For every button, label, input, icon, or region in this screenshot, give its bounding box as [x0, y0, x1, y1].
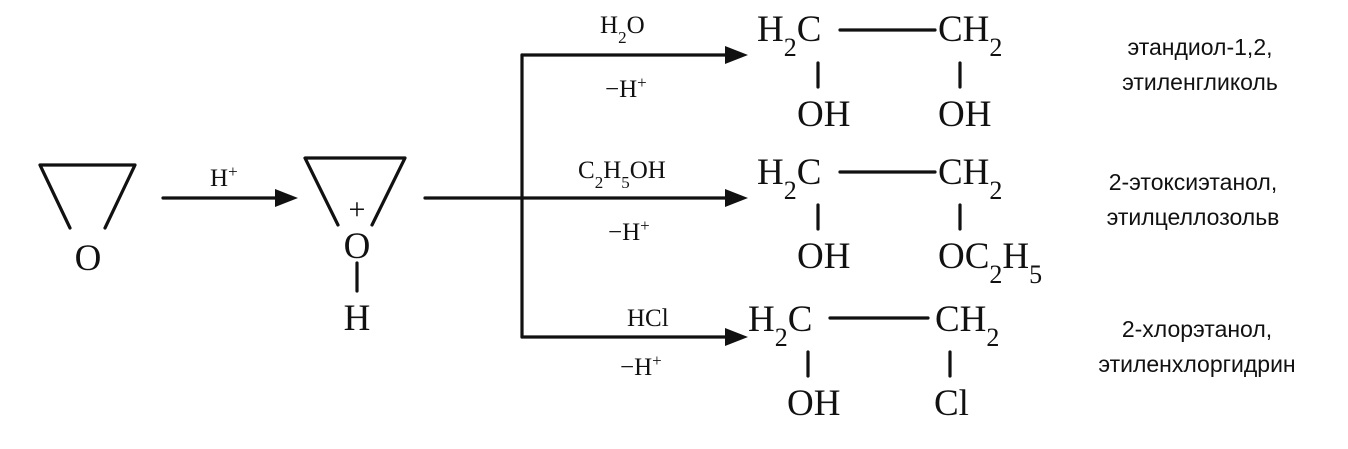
oxonium-charge: +: [349, 193, 366, 226]
proton-loss-3: −H+: [620, 351, 662, 382]
proton-loss-2: −H+: [608, 216, 650, 247]
product-right-carbon: CH2: [938, 9, 1002, 62]
branch-water: H2O −H+ H2C CH2 OH OH этандиол-1,2, этил…: [520, 9, 1278, 135]
arrow-head: [725, 328, 748, 346]
product-right-substituent: OC2H5: [938, 236, 1042, 289]
product-trivial-name-3: этиленхлоргидрин: [1098, 351, 1295, 377]
product-left-substituent: OH: [787, 383, 840, 424]
product-ethyl-cellosolve: H2C CH2 OH OC2H5: [757, 152, 1042, 289]
arrow-head: [725, 46, 748, 64]
product-right-substituent: OH: [938, 94, 991, 135]
branch-hcl: HCl −H+ H2C CH2 OH Cl 2-хлорэтанол, этил…: [520, 299, 1296, 424]
product-trivial-name-1: этиленгликоль: [1122, 69, 1278, 95]
branch-ethanol: C2H5OH −H+ H2C CH2 OH OC2H5 2-этоксиэтан…: [520, 152, 1280, 289]
reagent-hcl: HCl: [627, 305, 669, 332]
product-left-carbon: H2C: [757, 152, 821, 205]
product-ethylene-chlorohydrin: H2C CH2 OH Cl: [748, 299, 999, 424]
proton-loss-1: −H+: [605, 73, 647, 104]
protonated-epoxide: + O H: [303, 156, 407, 339]
epoxide-ring-bonds: [38, 163, 137, 230]
product-name-1: этандиол-1,2,: [1128, 34, 1273, 60]
product-left-carbon: H2C: [748, 299, 812, 352]
oxonium-hydrogen: H: [344, 298, 371, 339]
product-trivial-name-2: этилцеллозольв: [1107, 204, 1280, 230]
product-ethylene-glycol: H2C CH2 OH OH: [757, 9, 1002, 135]
epoxide-oxygen: O: [75, 238, 102, 279]
product-right-carbon: CH2: [935, 299, 999, 352]
reagent-ethanol: C2H5OH: [578, 157, 666, 192]
oxonium-oxygen: O: [344, 226, 371, 267]
product-name-3: 2-хлорэтанол,: [1122, 316, 1272, 342]
product-left-substituent: OH: [797, 236, 850, 277]
arrow-head: [725, 189, 748, 207]
protonation-reagent: H+: [210, 162, 238, 193]
reagent-water: H2O: [600, 12, 645, 47]
product-name-2: 2-этоксиэтанол,: [1109, 169, 1278, 195]
product-left-carbon: H2C: [757, 9, 821, 62]
product-left-substituent: OH: [797, 94, 850, 135]
product-right-carbon: CH2: [938, 152, 1002, 205]
protonation-arrow: H+: [161, 162, 298, 207]
product-right-substituent: Cl: [934, 383, 969, 424]
branch-connector: [423, 53, 524, 339]
ethylene-oxide: O: [38, 163, 137, 279]
arrow-head: [275, 189, 298, 207]
oxonium-ring-bonds: [303, 156, 407, 227]
